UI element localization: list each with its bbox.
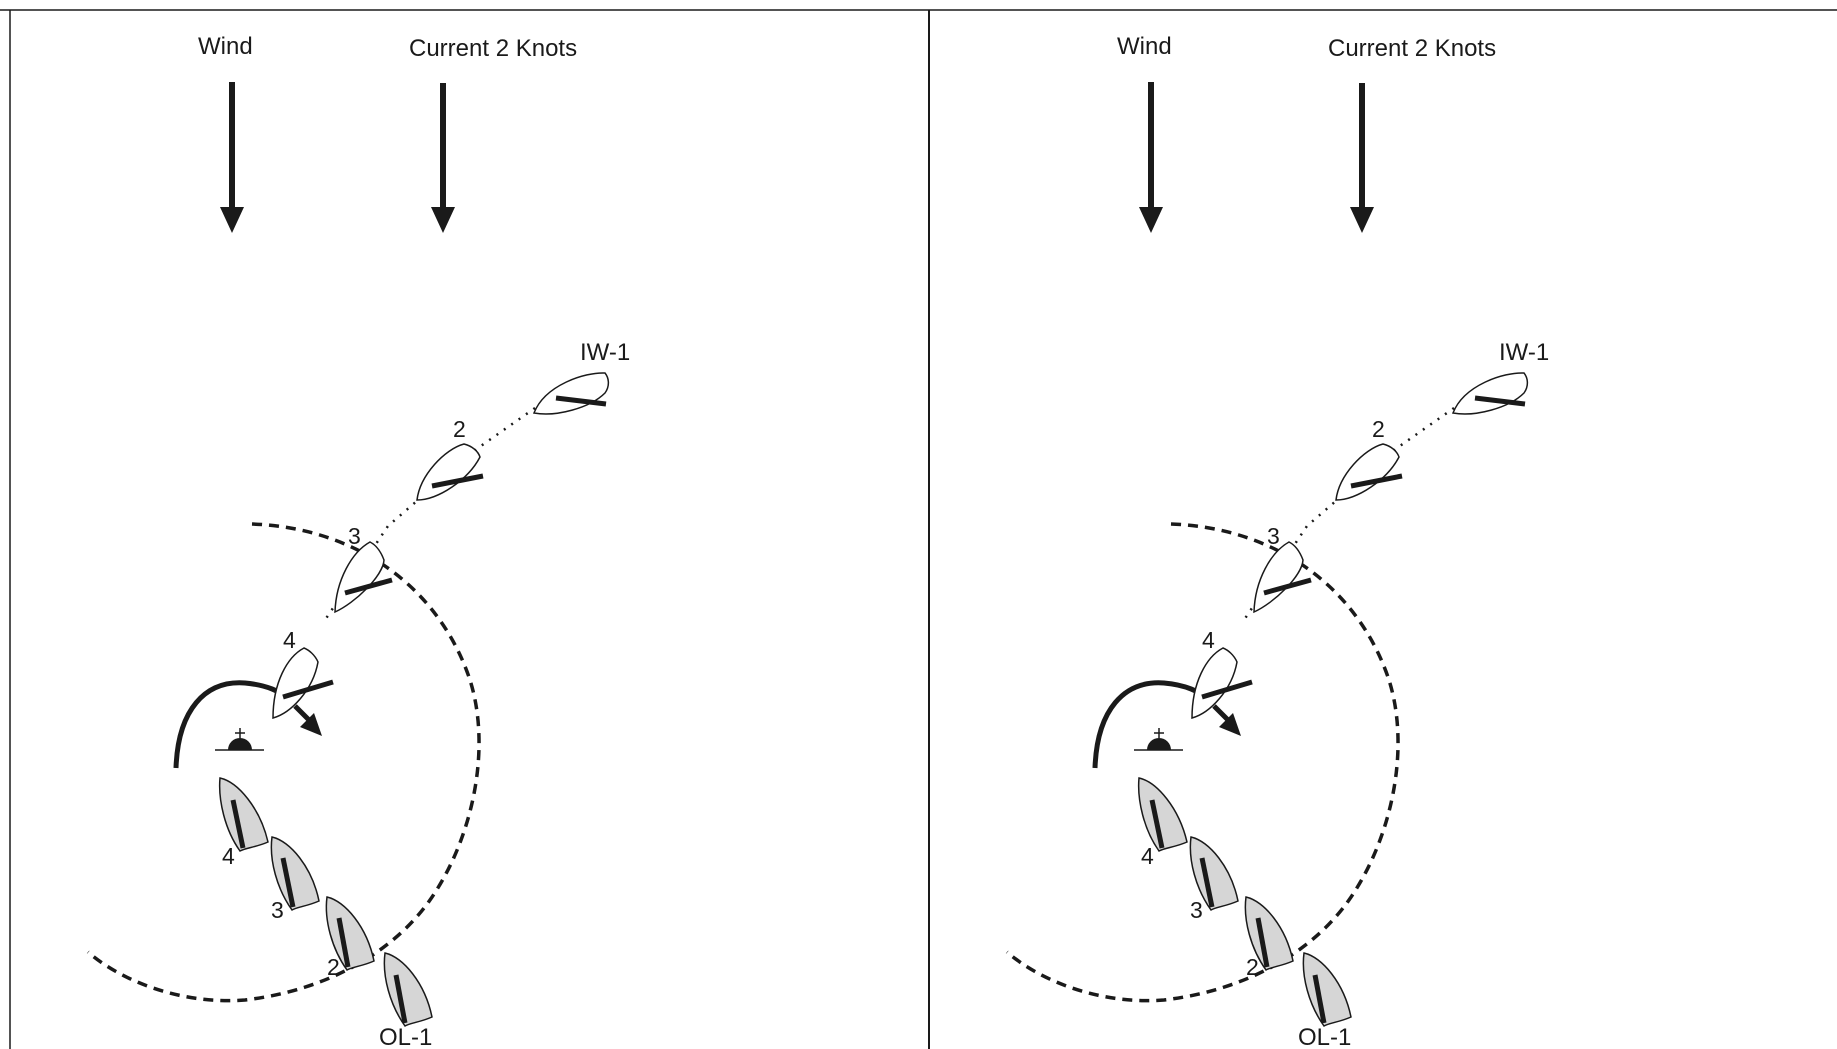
iw-pos-4-label: 4 [1202,627,1215,653]
iw-boat-2 [416,443,484,501]
iw-boat-label: IW-1 [580,339,630,366]
mark-rounding-curve [173,680,290,769]
diagram-panel-left: Wind Current 2 Knots [0,0,918,1049]
iw-pos-3-label: 3 [348,523,361,549]
iw-boat-2 [1335,443,1403,501]
ol-boat-4 [218,777,269,852]
ol-boat-2 [325,896,375,971]
wind-label: Wind [198,33,253,60]
iw-direction-arrow-icon [293,704,322,736]
panel-svg: Wind Current 2 Knots [86,33,630,1049]
iw-pos-2-label: 2 [1372,416,1385,442]
ol-boat-1 [383,952,433,1027]
wind-arrow-icon [220,82,244,233]
ol-boat-label: OL-1 [1298,1024,1351,1049]
ol-pos-4-label: 4 [222,843,235,869]
iw-boat-label: IW-1 [1499,339,1549,366]
current-arrow-icon [431,83,455,233]
ol-boat-label: OL-1 [379,1024,432,1049]
iw-boat-3 [334,541,393,614]
ol-pos-2-label: 2 [327,954,340,980]
ol-boat-2 [1244,896,1294,971]
current-arrow-icon [1350,83,1374,233]
zone-circle-dashed [1005,522,1400,1003]
ol-boat-3 [1189,836,1239,911]
iw-boat-3 [1253,541,1312,614]
ol-boat-4 [1137,777,1188,852]
mark-rounding-curve [1092,680,1209,769]
wind-arrow-icon [1139,82,1163,233]
iw-pos-3-label: 3 [1267,523,1280,549]
diagram-panel-right: Wind Current 2 Knots [919,0,1837,1049]
iw-boat-4 [1191,647,1253,719]
ol-pos-2-label: 2 [1246,954,1259,980]
wind-label: Wind [1117,33,1172,60]
iw-direction-arrow-icon [1212,704,1241,736]
ol-pos-4-label: 4 [1141,843,1154,869]
mark-icon [215,728,264,751]
zone-circle-dashed [86,522,481,1003]
ol-pos-3-label: 3 [271,897,284,923]
ol-pos-3-label: 3 [1190,897,1203,923]
iw-boat-1 [1451,372,1529,415]
current-label: Current 2 Knots [409,35,577,62]
ol-boat-3 [270,836,320,911]
current-label: Current 2 Knots [1328,35,1496,62]
iw-boat-1 [532,372,610,415]
panel-svg: Wind Current 2 Knots [1005,33,1549,1049]
iw-boat-4 [272,647,334,719]
ol-boat-1 [1302,952,1352,1027]
iw-pos-2-label: 2 [453,416,466,442]
iw-pos-4-label: 4 [283,627,296,653]
mark-icon [1134,728,1183,751]
